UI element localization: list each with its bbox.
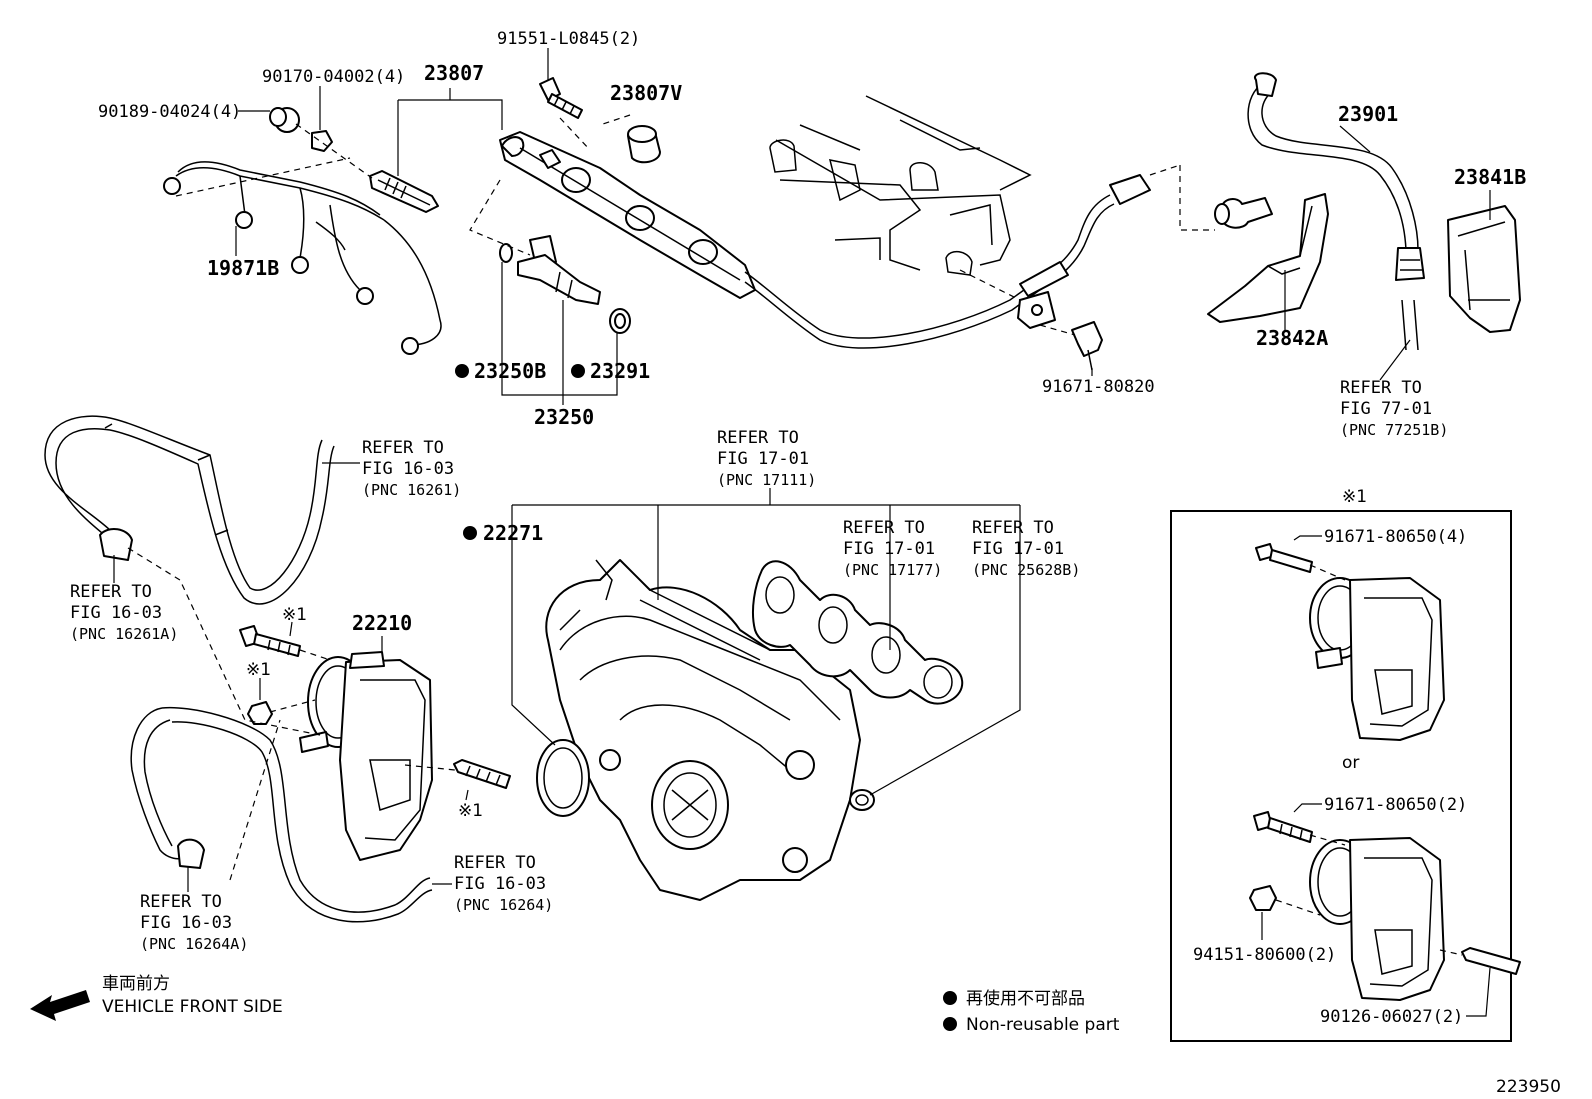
svg-text:FIG 17-01: FIG 17-01: [843, 539, 935, 559]
svg-text:(PNC 17111): (PNC 17111): [717, 471, 816, 489]
bolt-91551: [539, 77, 583, 119]
svg-text:FIG 16-03: FIG 16-03: [362, 459, 454, 479]
svg-text:FIG 16-03: FIG 16-03: [454, 874, 546, 894]
collar-23807v: [627, 125, 661, 164]
nut-throttle: [247, 701, 273, 725]
throttle-body-22210: [299, 651, 433, 861]
svg-text:REFER TO: REFER TO: [717, 428, 799, 448]
nonreusable-dot-22271: [463, 526, 477, 540]
o-ring-23250b: [499, 243, 513, 263]
alternative-parts-box: [1170, 510, 1521, 1042]
nut-90189: [269, 107, 300, 133]
dashed-lines: [127, 114, 1463, 956]
svg-text:FIG 17-01: FIG 17-01: [717, 449, 809, 469]
label-90189: 90189-04024(4): [98, 102, 241, 122]
engine-block: [769, 95, 1032, 276]
gasket-25628b: [849, 789, 875, 811]
label-91671-80820: 91671-80820: [1042, 377, 1155, 397]
svg-text:(PNC 17177): (PNC 17177): [843, 561, 942, 579]
label-19871b: 19871B: [207, 256, 279, 280]
refer-77-01: REFER TO FIG 77-01 (PNC 77251B): [1340, 378, 1448, 439]
intake-manifold: [545, 559, 861, 901]
vehicle-front-arrow-icon: [30, 990, 90, 1021]
vehicle-front-en: VEHICLE FRONT SIDE: [102, 997, 283, 1017]
label-23901: 23901: [1338, 102, 1398, 126]
legend-dot-jp: [943, 991, 957, 1005]
label-star1-b: ※1: [246, 660, 271, 680]
washer-90170: [311, 130, 333, 152]
sensor-23807: [369, 170, 439, 213]
legend-nonreusable-jp: 再使用不可部品: [966, 988, 1085, 1009]
svg-text:FIG 16-03: FIG 16-03: [140, 913, 232, 933]
svg-text:REFER TO: REFER TO: [70, 582, 152, 602]
fuel-pipe: [744, 174, 1151, 349]
svg-text:(PNC 16264): (PNC 16264): [454, 896, 553, 914]
label-23250b: 23250B: [474, 359, 546, 383]
svg-text:(PNC 77251B): (PNC 77251B): [1340, 421, 1448, 439]
bolt-91671-80820: [1071, 321, 1103, 371]
svg-text:(PNC 25628B): (PNC 25628B): [972, 561, 1080, 579]
label-91671-80650-4: 91671-80650(4): [1324, 527, 1467, 547]
hose-lower-left: [130, 706, 433, 923]
svg-text:REFER TO: REFER TO: [1340, 378, 1422, 398]
refer-16261a: REFER TO FIG 16-03 (PNC 16261A): [70, 582, 178, 643]
refer-16264a: REFER TO FIG 16-03 (PNC 16264A): [140, 892, 248, 953]
label-90126: 90126-06027(2): [1320, 1007, 1463, 1027]
bolt-throttle-upper: [239, 625, 301, 657]
hose-23901: [1247, 72, 1425, 281]
label-94151: 94151-80600(2): [1193, 945, 1336, 965]
svg-text:REFER TO: REFER TO: [362, 438, 444, 458]
label-90170: 90170-04002(4): [262, 67, 405, 87]
svg-text:REFER TO: REFER TO: [140, 892, 222, 912]
label-23291: 23291: [590, 359, 650, 383]
legend-dot-en: [943, 1017, 957, 1031]
fuel-rail: [499, 131, 756, 299]
label-22271: 22271: [483, 521, 543, 545]
vent-tube: [1401, 299, 1419, 351]
hose-upper-left: [44, 415, 335, 605]
gasket-22271: [536, 739, 590, 817]
svg-text:(PNC 16261): (PNC 16261): [362, 481, 461, 499]
svg-text:FIG 16-03: FIG 16-03: [70, 603, 162, 623]
label-91551: 91551-L0845(2): [497, 29, 640, 49]
label-23842a: 23842A: [1256, 326, 1328, 350]
label-91671-80650-2: 91671-80650(2): [1324, 795, 1467, 815]
seal-23291: [609, 308, 631, 334]
label-or: or: [1342, 753, 1359, 773]
refer-16261: REFER TO FIG 16-03 (PNC 16261): [362, 438, 461, 499]
figure-number: 223950: [1496, 1077, 1561, 1097]
refer-17177: REFER TO FIG 17-01 (PNC 17177): [843, 518, 942, 579]
wire-harness-19871b: [163, 161, 442, 355]
svg-text:(PNC 16264A): (PNC 16264A): [140, 935, 248, 953]
svg-text:FIG 77-01: FIG 77-01: [1340, 399, 1432, 419]
label-star1-box: ※1: [1342, 487, 1367, 507]
bracket-23841b: [1447, 205, 1521, 333]
bracket-23842a: [1207, 193, 1329, 323]
label-star1-a: ※1: [282, 605, 307, 625]
svg-text:FIG 17-01: FIG 17-01: [972, 539, 1064, 559]
nonreusable-dot-23250b: [455, 364, 469, 378]
svg-text:REFER TO: REFER TO: [843, 518, 925, 538]
legend-nonreusable-en: Non-reusable part: [966, 1015, 1120, 1035]
label-22210: 22210: [352, 611, 412, 635]
nonreusable-dot-23291: [571, 364, 585, 378]
label-23807v: 23807V: [610, 81, 682, 105]
leader-lines: [113, 48, 1491, 1017]
stud-throttle: [453, 759, 511, 789]
svg-text:(PNC 16261A): (PNC 16261A): [70, 625, 178, 643]
label-23807: 23807: [424, 61, 484, 85]
label-star1-c: ※1: [458, 801, 483, 821]
refer-17111: REFER TO FIG 17-01 (PNC 17111): [717, 428, 816, 489]
label-23841b: 23841B: [1454, 165, 1526, 189]
refer-16264: REFER TO FIG 16-03 (PNC 16264): [454, 853, 553, 914]
svg-text:REFER TO: REFER TO: [454, 853, 536, 873]
gasket-17177: [752, 560, 964, 705]
label-23250: 23250: [534, 405, 594, 429]
vehicle-front-jp: 車両前方: [102, 974, 170, 994]
svg-text:REFER TO: REFER TO: [972, 518, 1054, 538]
injector-23250: [517, 235, 601, 305]
pipe-fitting: [1214, 197, 1273, 229]
refer-25628b: REFER TO FIG 17-01 (PNC 25628B): [972, 518, 1080, 579]
